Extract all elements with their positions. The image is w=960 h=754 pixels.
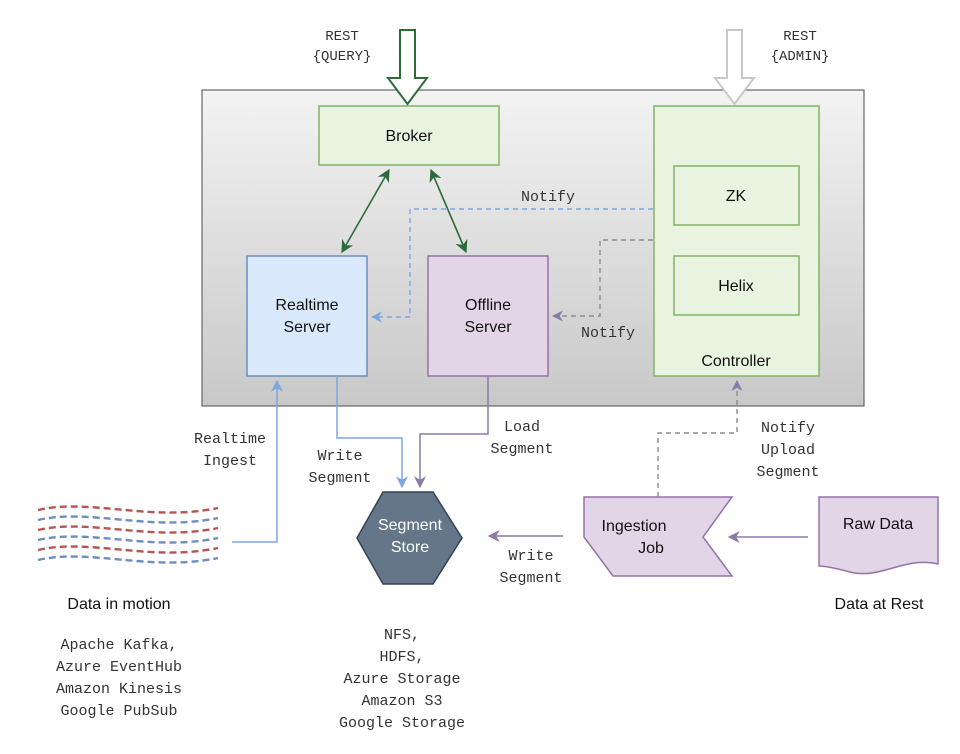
offline-server-label-1: Offline [465,297,511,314]
load-segment-label-1: Load [504,419,540,436]
streams-item: Amazon Kinesis [56,681,182,698]
helix-label: Helix [718,278,754,295]
data-at-rest-caption: Data at Rest [835,596,924,613]
data-in-motion-caption: Data in motion [67,596,170,613]
broker-realtime-edge [341,168,390,254]
storage-item: Amazon S3 [361,693,442,710]
streams-item: Apache Kafka, [60,637,177,654]
storage-item: Azure Storage [343,671,460,688]
realtime-ingest-label-1: Realtime [194,431,266,448]
realtime-ingest-edge [232,379,283,543]
load-segment-edge [414,376,489,489]
helix-node [673,255,800,316]
offline-server-label-2: Server [464,319,512,336]
broker-label: Broker [385,128,433,145]
rest-query-arrow [386,29,429,106]
storage-item: HDFS, [379,649,424,666]
raw-data-node [818,496,939,575]
realtime-server-label-2: Server [283,319,331,336]
notify-offline-edge [551,239,653,322]
notify-offline-label: Notify [581,325,635,342]
zk-node [673,165,800,226]
segment-store-label-1: Segment [378,517,443,534]
streams-item: Google PubSub [60,703,177,720]
write-segment-realtime-label-1: Write [317,448,362,465]
ingestion-job-label-2: Job [638,540,664,557]
ingestion-job-node [583,496,734,577]
realtime-server-label-1: Realtime [275,297,338,314]
load-segment-label-2: Segment [490,441,553,458]
controller-node [653,105,820,377]
notify-upload-label-1: Notify [761,420,815,437]
segment-store-node [356,491,463,585]
zk-label: ZK [726,188,747,205]
broker-offline-edge [429,168,468,254]
streams-list: Apache Kafka, Azure EventHub Amazon Kine… [56,637,182,720]
data-in-motion-icon [37,505,219,564]
controller-label: Controller [701,353,771,370]
streams-item: Azure EventHub [56,659,182,676]
rest-query-label-1: REST [325,29,359,45]
realtime-ingest-label-2: Ingest [203,453,257,470]
storage-list: NFS, HDFS, Azure Storage Amazon S3 Googl… [339,627,465,732]
realtime-server-node [246,255,368,377]
rest-admin-label-1: REST [783,29,817,45]
write-segment-realtime-edge [336,376,408,489]
write-segment-job-label-1: Write [508,548,553,565]
notify-upload-label-2: Upload [761,442,815,459]
storage-item: Google Storage [339,715,465,732]
write-segment-realtime-label-2: Segment [308,470,371,487]
notify-upload-edge [657,379,743,497]
rest-query-label-2: {QUERY} [313,49,372,65]
rest-admin-label-2: {ADMIN} [771,49,830,65]
ingestion-job-label-1: Ingestion [602,518,667,535]
notify-upload-label-3: Segment [756,464,819,481]
rest-admin-arrow [713,29,756,106]
raw-data-label: Raw Data [843,516,913,533]
storage-item: NFS, [384,627,420,644]
notify-realtime-label: Notify [521,189,575,206]
offline-server-node [427,255,549,377]
segment-store-label-2: Store [391,539,429,556]
write-segment-job-label-2: Segment [499,570,562,587]
notify-realtime-edge [370,208,653,323]
broker-node [318,105,500,166]
